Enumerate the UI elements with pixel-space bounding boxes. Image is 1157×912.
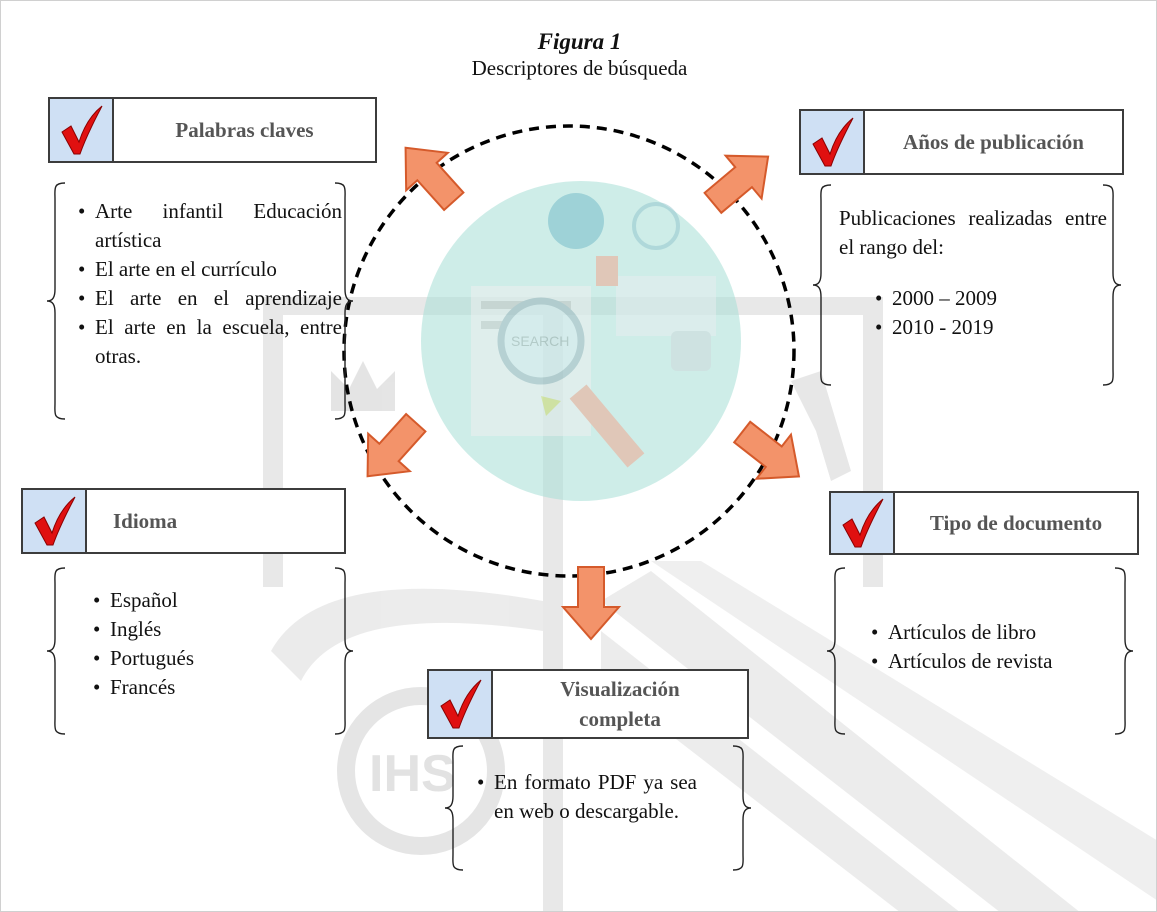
list-item: Francés <box>91 673 311 702</box>
box-title: Palabras claves <box>175 118 314 142</box>
right-brace <box>1102 184 1122 386</box>
right-brace <box>334 567 354 735</box>
arrow-anios <box>703 154 770 215</box>
left-brace <box>826 567 846 735</box>
arrow-palabras <box>404 146 465 212</box>
list-item: 2010 - 2019 <box>873 313 1107 342</box>
cycle-arrows <box>366 146 801 641</box>
box-anios-publicacion: Años de publicación <box>799 109 1124 175</box>
check-icon <box>23 490 87 552</box>
list-item: Artículos de libro <box>869 618 1109 647</box>
cycle-circle <box>342 124 796 578</box>
globe-icon <box>548 193 604 249</box>
box-tipo-documento: Tipo de documento <box>829 491 1139 555</box>
anios-intro: Publicaciones realizadas entre el rango … <box>839 206 1107 259</box>
magnifier-icon <box>497 297 585 385</box>
box-title: Idioma <box>113 509 178 533</box>
crown-icon <box>331 361 395 411</box>
box-title: Visualización completa <box>560 677 680 731</box>
figure-title: Descriptores de búsqueda <box>471 56 688 80</box>
visual-list: En formato PDF ya sea en web o descargab… <box>475 768 697 826</box>
right-brace <box>334 182 354 420</box>
check-icon <box>801 111 865 173</box>
right-brace <box>1114 567 1134 735</box>
list-item: El arte en el aprendizaje <box>76 284 342 313</box>
arrow-visualizacion <box>560 566 622 641</box>
figure-label: Figura 1 <box>537 29 622 54</box>
box-title: Años de publicación <box>903 130 1084 154</box>
list-item: El arte en el currículo <box>76 255 342 284</box>
clock-icon <box>632 202 680 250</box>
tipo-list: Artículos de libro Artículos de revista <box>869 618 1109 676</box>
list-item: 2000 – 2009 <box>873 284 1107 313</box>
check-icon <box>429 671 493 737</box>
left-brace <box>812 184 832 386</box>
list-item: Artículos de revista <box>869 647 1109 676</box>
list-item: Arte infantil Educación artística <box>76 197 342 255</box>
palabras-list: Arte infantil Educación artística El art… <box>76 197 342 371</box>
right-brace <box>732 745 752 871</box>
box-title: Tipo de documento <box>929 511 1103 535</box>
left-brace <box>444 745 464 871</box>
check-icon <box>50 99 114 161</box>
left-brace <box>46 182 66 420</box>
check-icon <box>831 493 895 553</box>
list-item: El arte en la escuela, entre otras. <box>76 313 342 371</box>
box-palabras-claves: Palabras claves <box>48 97 377 163</box>
list-item: Inglés <box>91 615 311 644</box>
watermark-text: IHS <box>369 745 456 803</box>
search-text: SEARCH <box>511 333 569 349</box>
anios-content: Publicaciones realizadas entre el rango … <box>839 204 1107 342</box>
list-item: Español <box>91 586 311 615</box>
list-item: Portugués <box>91 644 311 673</box>
box-idioma: Idioma <box>21 488 346 554</box>
left-brace <box>46 567 66 735</box>
box-visualizacion: Visualización completa <box>427 669 749 739</box>
arrow-tipo <box>732 420 801 480</box>
list-item: En formato PDF ya sea en web o descargab… <box>475 768 697 826</box>
idioma-list: Español Inglés Portugués Francés <box>91 586 311 702</box>
arrow-idioma <box>366 412 427 478</box>
